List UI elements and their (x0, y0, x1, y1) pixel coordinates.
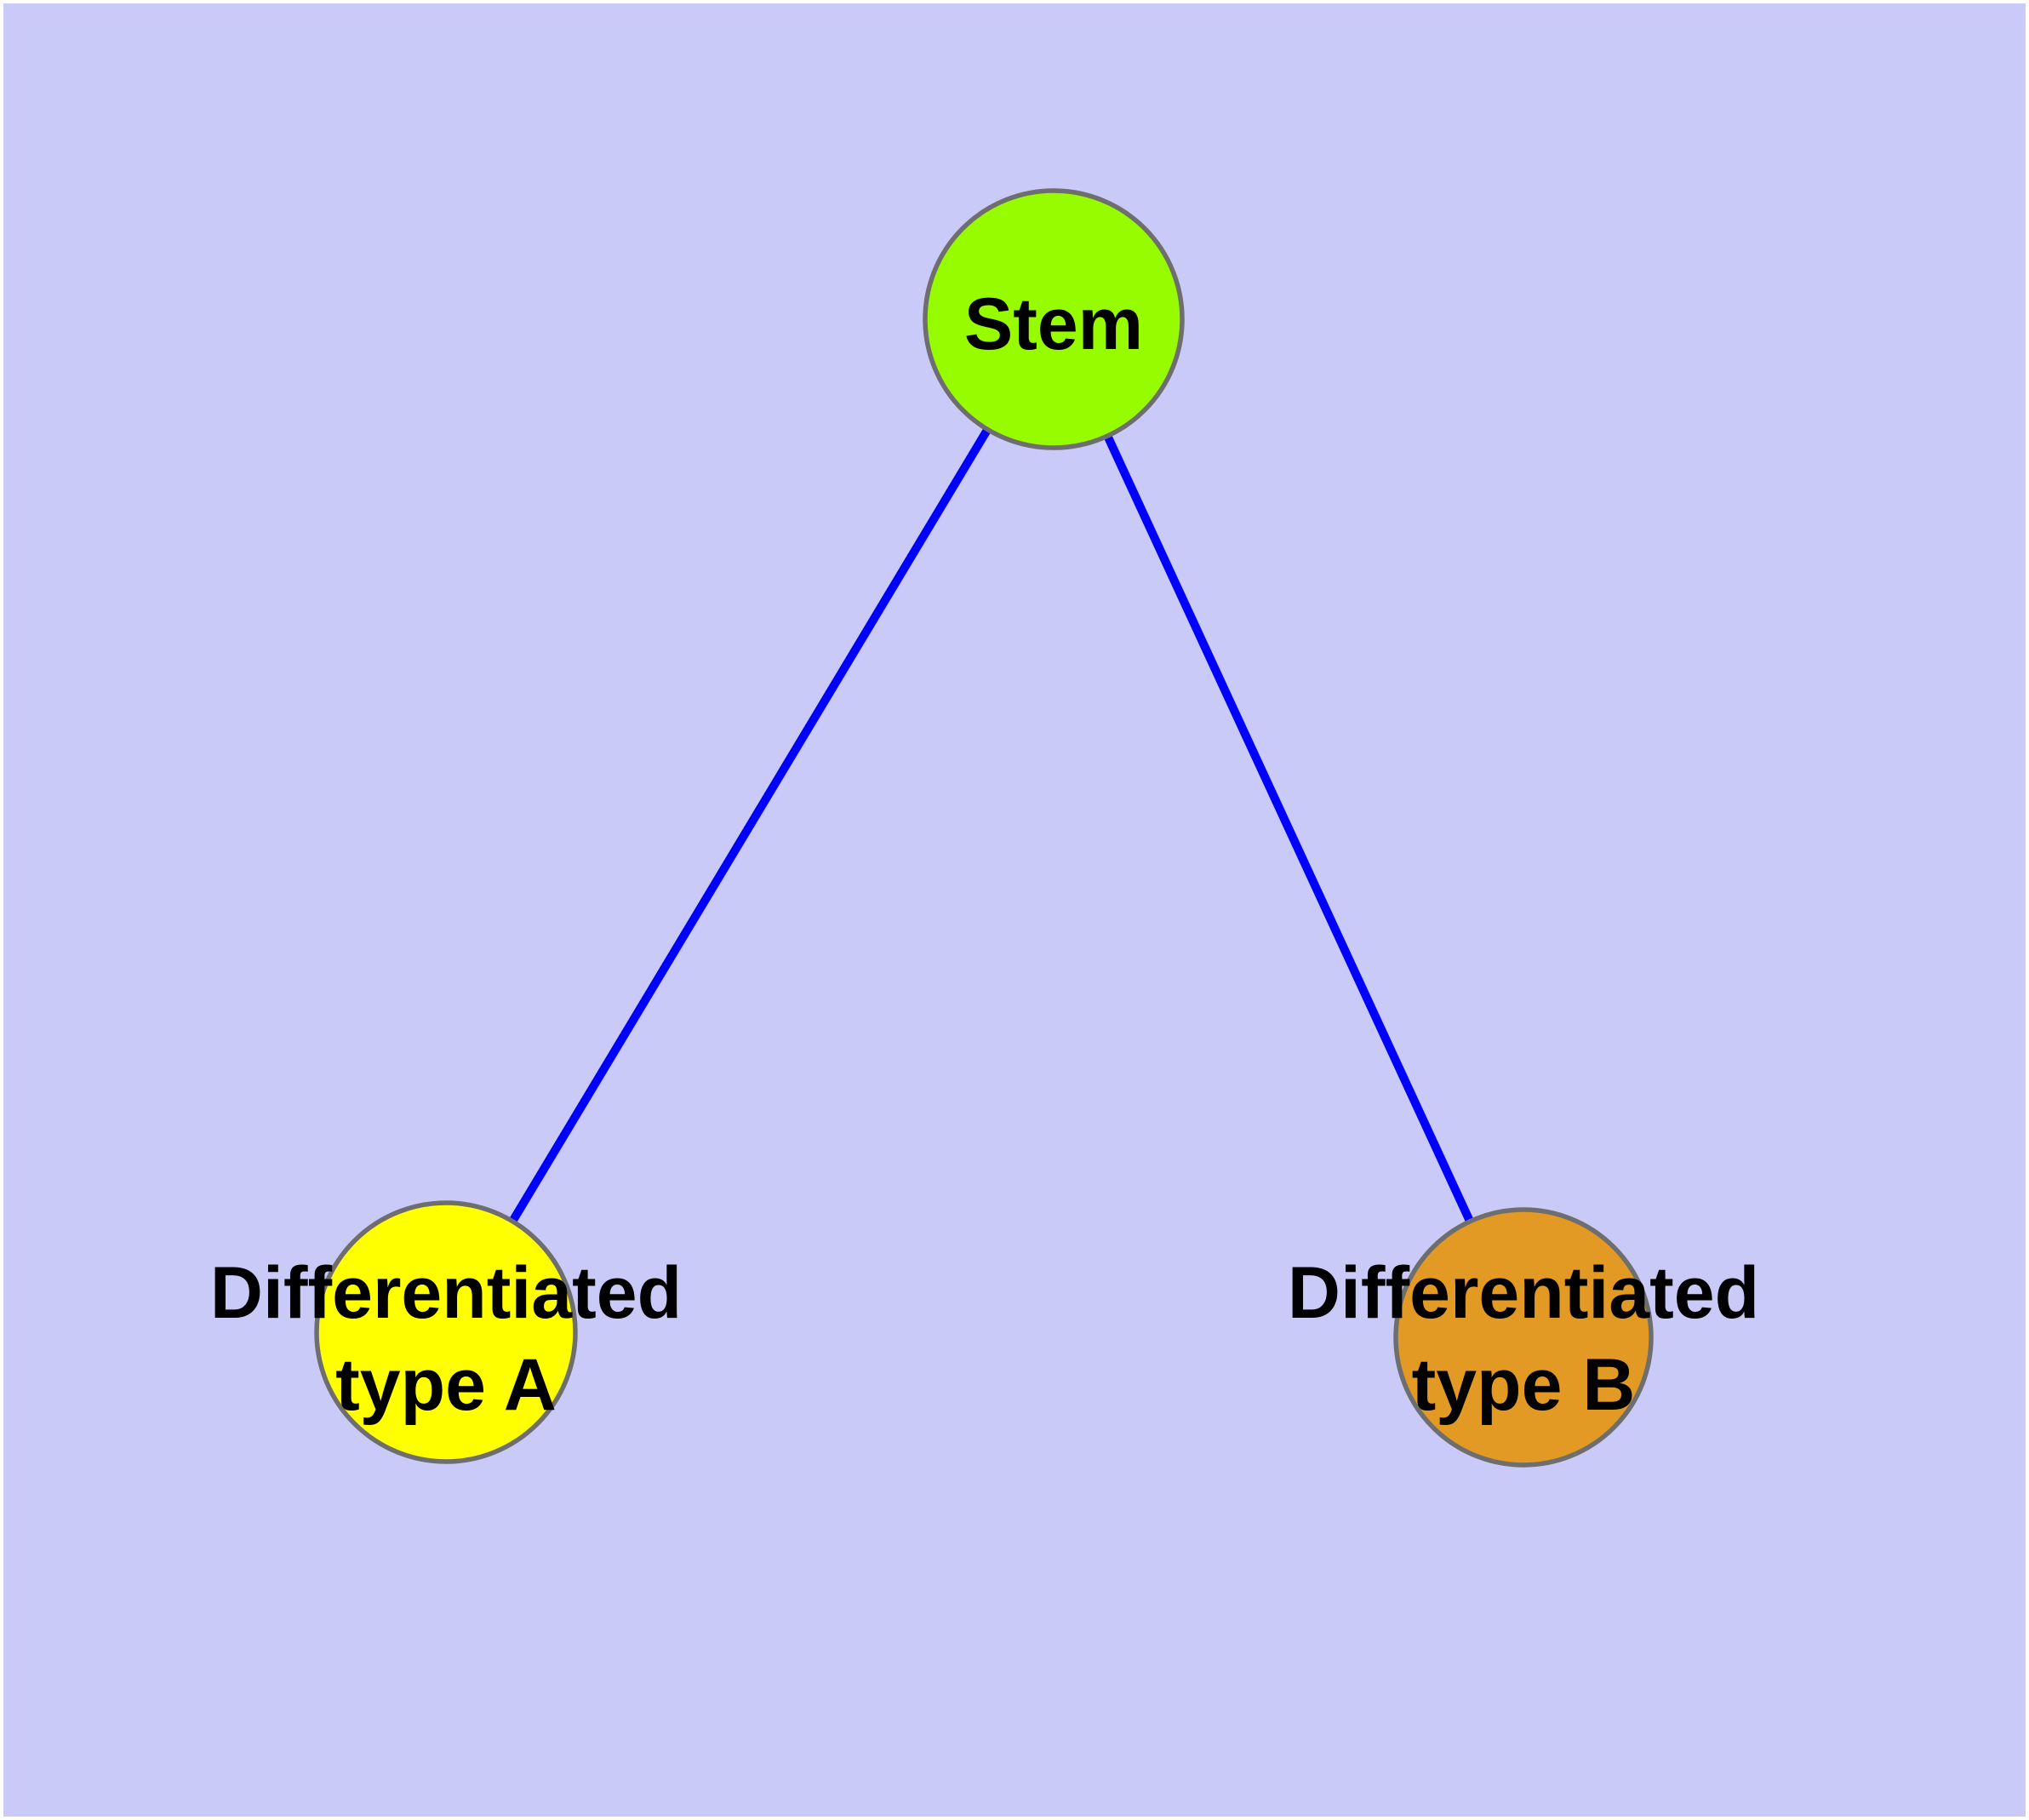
node-differentiated-type-a: Differentiated type A (210, 1200, 682, 1464)
edges (442, 317, 1528, 1340)
type-a-node-circle (314, 1200, 578, 1464)
node-differentiated-type-b: Differentiated type B (1288, 1207, 1759, 1468)
stem-node-label: Stem (964, 283, 1143, 365)
type-b-node-circle (1393, 1207, 1654, 1468)
node-stem: Stem (923, 188, 1185, 450)
stem-node-circle (923, 188, 1185, 450)
type-a-label-line1: Differentiated (210, 1252, 682, 1334)
edge-stem-to-type-a (442, 317, 1058, 1335)
edge-stem-to-type-b (1049, 317, 1528, 1340)
type-b-label-line2: type B (1412, 1344, 1636, 1426)
type-b-label-line1: Differentiated (1288, 1252, 1759, 1334)
type-a-label-line2: type A (335, 1344, 557, 1426)
